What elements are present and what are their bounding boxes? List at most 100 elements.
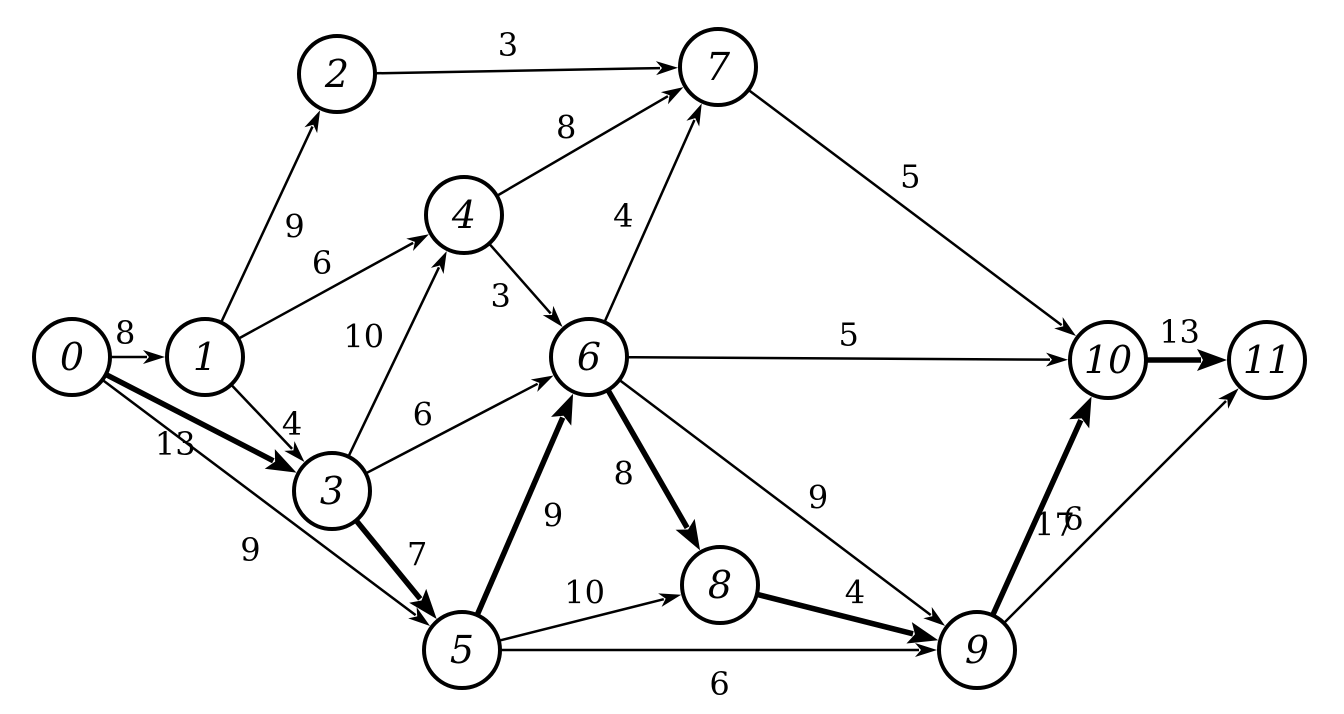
edge-1-to-4: 6: [237, 234, 429, 340]
edge-line: [104, 371, 275, 464]
node-label: 10: [1084, 338, 1132, 382]
arrowhead-icon: [542, 305, 563, 327]
arrowhead-icon: [655, 61, 679, 76]
node-label: 8: [708, 563, 732, 607]
edge-weight-label: 4: [282, 405, 302, 443]
edge-5-to-9: 6: [500, 643, 937, 703]
edge-weight-label: 6: [1063, 500, 1083, 538]
node-circle: [422, 610, 502, 690]
edge-line: [237, 241, 414, 340]
edge-line: [1002, 400, 1227, 625]
edge-8-to-9: 4: [756, 573, 939, 644]
edge-weight-label: 7: [407, 535, 427, 573]
edge-weight-label: 13: [1159, 313, 1200, 351]
arrowhead-icon: [658, 593, 682, 607]
edge-3-to-5: 7: [353, 518, 437, 620]
edge-1-to-3: 4: [230, 383, 305, 462]
arrowhead-icon: [143, 350, 165, 364]
edge-line: [990, 419, 1084, 617]
edge-line: [747, 88, 1063, 327]
arrowhead-icon: [1054, 317, 1077, 336]
edge-weight-label: 9: [240, 531, 260, 569]
node-circle: [937, 610, 1017, 690]
edge-6-to-7: 4: [603, 103, 702, 323]
edge-weight-label: 9: [808, 478, 828, 516]
edge-line: [374, 66, 661, 75]
edge-0-to-1: 8: [110, 314, 165, 364]
edge-3-to-4: 10: [343, 251, 447, 458]
arrowhead-icon: [430, 251, 447, 274]
edge-weight-label: 5: [900, 157, 920, 195]
node-circle: [680, 545, 760, 625]
edge-weight-label: 8: [613, 455, 633, 493]
edge-line: [488, 242, 552, 315]
arrowhead-icon: [284, 441, 305, 462]
node-3: 3: [292, 451, 372, 531]
edge-line: [605, 388, 690, 530]
edge-line: [219, 126, 314, 324]
edge-9-to-10: 6: [990, 396, 1092, 617]
edge-weight-label: 5: [838, 316, 858, 354]
node-circle: [1068, 320, 1148, 400]
node-circle: [549, 317, 629, 397]
node-label: 5: [450, 628, 474, 672]
node-2: 2: [297, 34, 377, 114]
node-4: 4: [424, 175, 504, 255]
edge-weight-label: 6: [413, 395, 433, 433]
node-1: 1: [165, 317, 245, 397]
node-8: 8: [680, 545, 760, 625]
edge-weight-label: 10: [564, 573, 605, 611]
edge-weight-label: 6: [312, 244, 332, 282]
edge-weight-label: 4: [845, 573, 865, 611]
edge-1-to-2: 9: [219, 110, 321, 324]
arrowhead-icon: [686, 103, 702, 127]
arrowhead-icon: [915, 643, 937, 657]
edge-line: [474, 416, 566, 617]
edge-7-to-10: 5: [747, 88, 1077, 336]
edge-weight-label: 6: [709, 665, 729, 703]
edge-weight-label: 8: [556, 109, 576, 147]
edge-weight-label: 8: [115, 314, 135, 352]
edge-0-to-5: 9: [101, 378, 431, 626]
edge-weight-label: 3: [491, 277, 511, 315]
node-circle: [678, 27, 758, 107]
edge-0-to-3: 13: [104, 371, 297, 473]
edge-3-to-6: 6: [365, 375, 554, 475]
edge-weight-label: 9: [543, 496, 563, 534]
arrowhead-icon: [1045, 352, 1069, 367]
node-label: 2: [324, 52, 349, 96]
node-9: 9: [937, 610, 1017, 690]
arrowhead-icon: [409, 588, 437, 620]
arrowhead-icon: [551, 393, 574, 426]
edge-line: [101, 378, 417, 617]
node-circle: [424, 175, 504, 255]
edge-line: [353, 518, 423, 601]
edge-5-to-8: 10: [498, 573, 682, 642]
edge-9-to-11: 17: [1002, 388, 1239, 625]
node-label: 9: [965, 628, 989, 672]
edge-4-to-7: 8: [496, 87, 684, 197]
node-10: 10: [1068, 320, 1148, 400]
edge-6-to-10: 5: [626, 316, 1069, 367]
arrowhead-icon: [923, 607, 946, 626]
arrowhead-icon: [530, 375, 554, 392]
node-5: 5: [422, 610, 502, 690]
node-circle: [165, 317, 245, 397]
edge-4-to-6: 3: [488, 242, 563, 327]
arrowhead-icon: [1197, 349, 1227, 371]
node-label: 4: [451, 193, 476, 237]
edge-line: [626, 355, 1051, 361]
edge-line: [603, 119, 696, 323]
edge-line: [365, 382, 539, 475]
arrowhead-icon: [660, 87, 684, 105]
edge-6-to-9: 9: [618, 378, 946, 626]
node-circle: [32, 317, 112, 397]
node-0: 0: [32, 317, 112, 397]
node-7: 7: [678, 27, 758, 107]
edge-line: [756, 591, 914, 637]
arrowhead-icon: [906, 622, 939, 644]
node-circle: [1227, 320, 1307, 400]
